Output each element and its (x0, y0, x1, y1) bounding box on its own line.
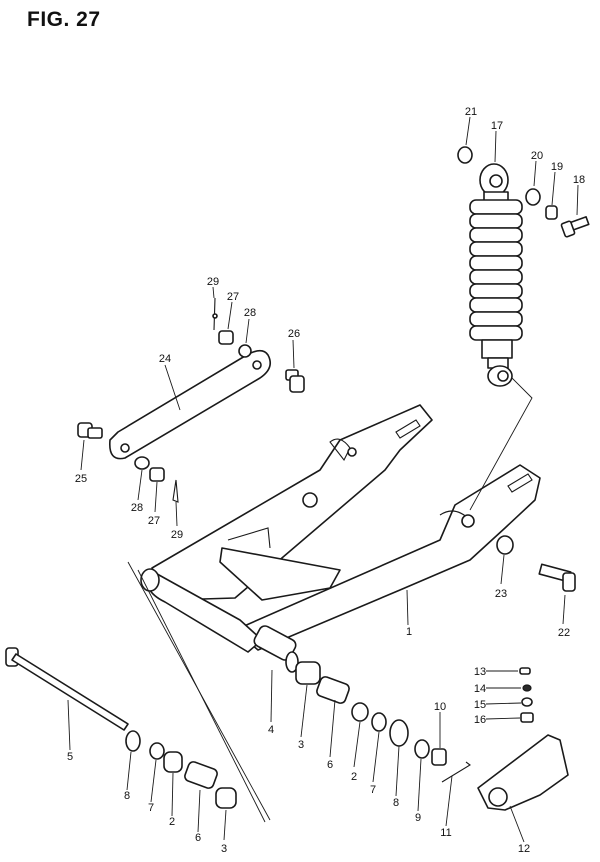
swingarm (140, 404, 541, 673)
washer-9 (414, 739, 430, 759)
callout-27a: 27 (227, 291, 239, 303)
washer-7a (149, 742, 165, 760)
callout-27b: 27 (148, 515, 160, 527)
bolt-13 (519, 667, 531, 675)
callout-24: 24 (159, 353, 171, 365)
callout-22: 22 (558, 627, 570, 639)
callout-18: 18 (573, 174, 585, 186)
washer-21 (457, 146, 473, 164)
callout-19: 19 (551, 161, 563, 173)
bushing-3a (215, 787, 237, 809)
callout-15: 15 (474, 699, 486, 711)
bushing-3b (295, 661, 321, 685)
nut-27b (149, 467, 165, 482)
washer-8a (125, 730, 141, 752)
callout-28a: 28 (244, 307, 256, 319)
callout-8b: 8 (124, 790, 130, 802)
callout-2a: 2 (351, 771, 357, 783)
callout-23: 23 (495, 588, 507, 600)
nut-16 (520, 712, 534, 723)
collar-6b (316, 676, 350, 704)
washer-28b (134, 456, 150, 470)
cotter-pin-29b (172, 479, 179, 503)
callout-20: 20 (531, 150, 543, 162)
callout-8a: 8 (393, 797, 399, 809)
callout-3a: 3 (298, 739, 304, 751)
shock-absorber (469, 163, 533, 511)
figure-title: FIG. 27 (27, 8, 101, 31)
pivot-bolt-5 (5, 647, 129, 731)
bolt-26 (285, 369, 305, 393)
nut-10 (431, 748, 447, 766)
callout-10: 10 (434, 701, 446, 713)
callout-labels: 1 2 2 3 3 4 5 6 6 7 7 8 8 9 10 11 12 13 … (67, 106, 585, 855)
bolt-22 (538, 563, 576, 592)
bolt-25 (77, 422, 103, 439)
callout-14: 14 (474, 683, 486, 695)
callout-3b: 3 (221, 843, 227, 855)
callout-21: 21 (465, 106, 477, 118)
callout-26: 26 (288, 328, 300, 340)
bushing-2b (351, 702, 369, 722)
callout-17: 17 (491, 120, 503, 132)
washer-14 (522, 684, 532, 692)
washer-20 (525, 188, 541, 206)
washer-7b (371, 712, 387, 732)
callout-29b: 29 (171, 529, 183, 541)
bolt-18 (560, 216, 590, 238)
callout-28b: 28 (131, 502, 143, 514)
callout-16: 16 (474, 714, 486, 726)
callout-6a: 6 (327, 759, 333, 771)
callout-4: 4 (268, 724, 274, 736)
washer-23 (496, 535, 514, 555)
callout-25: 25 (75, 473, 87, 485)
callout-6b: 6 (195, 832, 201, 844)
callout-9: 9 (415, 812, 421, 824)
callout-5: 5 (67, 751, 73, 763)
bushing-2a (163, 751, 183, 773)
washer-8b (389, 719, 409, 747)
cotter-pin-11 (441, 761, 471, 783)
bracket-12-hole (488, 787, 508, 807)
washer-28a (238, 344, 252, 358)
callout-2b: 2 (169, 816, 175, 828)
callout-13: 13 (474, 666, 486, 678)
callout-1: 1 (406, 626, 412, 638)
callout-11: 11 (440, 827, 451, 839)
callout-29a: 29 (207, 276, 219, 288)
washer-15 (521, 697, 533, 707)
torque-link (108, 349, 271, 460)
nut-27a (218, 330, 234, 345)
collar-6a (184, 761, 218, 789)
callout-12: 12 (518, 843, 530, 855)
leader-lines (67, 116, 579, 843)
callout-7b: 7 (148, 802, 154, 814)
callout-7a: 7 (370, 784, 376, 796)
nut-19 (545, 205, 558, 220)
